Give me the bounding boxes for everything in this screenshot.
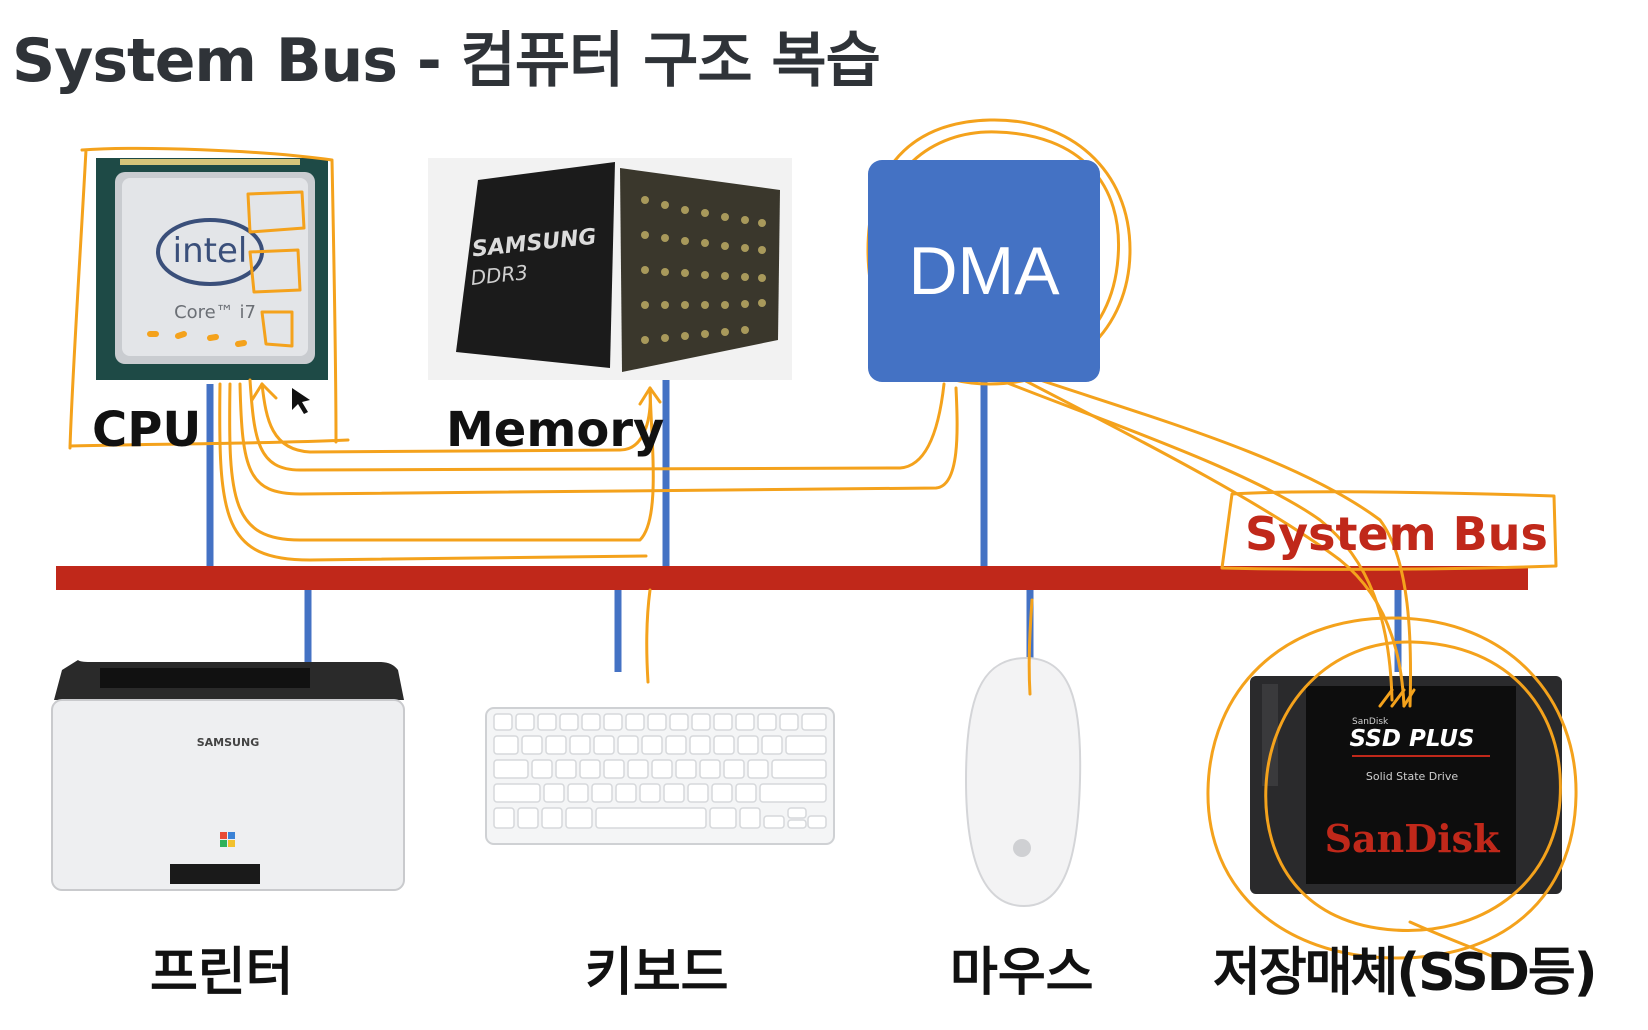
mouse-path bbox=[1027, 598, 1034, 696]
dma-box: DMA bbox=[868, 160, 1100, 382]
ssd-underline bbox=[1408, 920, 1502, 962]
printer-label: 프린터 bbox=[150, 943, 294, 1003]
printer-brand-text: SAMSUNG bbox=[197, 736, 259, 749]
cpu-arrowhead bbox=[250, 382, 278, 402]
cpu-register-doodles bbox=[246, 190, 306, 348]
mouse-label: 마우스 bbox=[950, 943, 1094, 1003]
ssd-model-text: SSD PLUS bbox=[1350, 726, 1475, 752]
cpu-chip-image: intel Core™ i7 bbox=[96, 158, 328, 380]
printer-image: SAMSUNG bbox=[51, 660, 405, 891]
cpu-brand-text: intel bbox=[173, 231, 248, 271]
dma-to-ssd-path-2 bbox=[1018, 376, 1406, 708]
cpu-to-dma-path-1 bbox=[248, 378, 946, 472]
ssd-desc-text: Solid State Drive bbox=[1366, 770, 1458, 783]
cpu-to-memory-path bbox=[260, 382, 652, 454]
mouse-image bbox=[964, 656, 1082, 908]
system-bus-label: System Bus bbox=[1245, 507, 1548, 561]
dma-to-ssd-path-3 bbox=[1038, 378, 1413, 708]
memory-loop-path bbox=[228, 382, 655, 542]
ssd-circle-2 bbox=[1264, 640, 1562, 932]
cpu-highlight-box bbox=[68, 146, 350, 450]
cpu-label: CPU bbox=[92, 402, 202, 458]
keyboard-image bbox=[485, 707, 835, 845]
keyboard-path bbox=[645, 588, 652, 684]
memory-chip-image: SAMSUNG DDR3 bbox=[428, 158, 792, 380]
memory-label: Memory bbox=[446, 402, 665, 458]
ssd-brand-text: SanDisk bbox=[1325, 816, 1500, 861]
mouse-cursor-icon bbox=[292, 388, 310, 414]
memory-model-text: DDR3 bbox=[469, 260, 529, 290]
ssd-circle-1 bbox=[1206, 616, 1578, 960]
memory-arrowhead bbox=[638, 386, 662, 406]
keyboard-label: 키보드 bbox=[585, 943, 729, 1003]
ssd-image: SanDisk SSD PLUS Solid State Drive SanDi… bbox=[1250, 676, 1562, 894]
cpu-model-text: Core™ i7 bbox=[174, 302, 256, 323]
bus-connectors bbox=[206, 380, 1402, 672]
ssd-small-brand-text: SanDisk bbox=[1352, 717, 1389, 727]
storage-label: 저장매체(SSD등) bbox=[1213, 943, 1597, 1003]
cpu-to-dma-path-2 bbox=[238, 382, 959, 496]
ssd-arrowheads bbox=[1378, 688, 1416, 708]
hand-drawn-annotations bbox=[68, 118, 1578, 962]
dma-label: DMA bbox=[908, 233, 1060, 309]
system-bus-label-box bbox=[1220, 490, 1558, 571]
cpu-bus-path bbox=[218, 382, 648, 562]
page-title: System Bus - 컴퓨터 구조 복습 bbox=[12, 26, 881, 96]
